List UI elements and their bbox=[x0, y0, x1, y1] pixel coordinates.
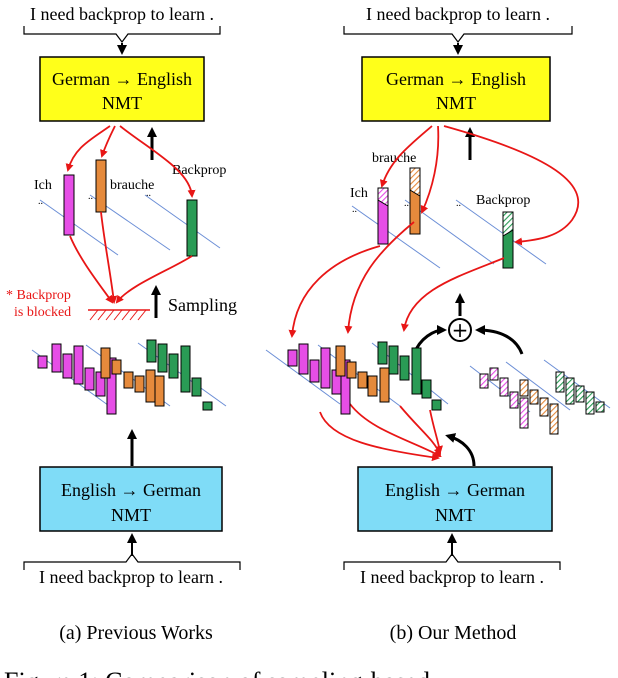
left-blocked-label-1: * Backprop bbox=[6, 288, 71, 303]
left-nmt-de-en-line1: German → English bbox=[52, 69, 192, 89]
right-nmt-en-de-line2: NMT bbox=[435, 505, 475, 525]
left-top-sentence: I need backprop to learn . bbox=[30, 4, 214, 24]
left-panel: I need backprop to learn . German → Engl… bbox=[6, 4, 241, 644]
right-nmt-de-en-box bbox=[361, 56, 551, 122]
left-nmt-en-de-box bbox=[39, 466, 223, 532]
left-nmt-de-en-box bbox=[39, 56, 205, 122]
right-curved-arrow-from-en-de bbox=[445, 433, 476, 467]
right-panel: I need backprop to learn . German → Engl… bbox=[265, 4, 611, 644]
right-arrow-right-into-plus bbox=[475, 325, 524, 355]
right-bottom-brace bbox=[343, 553, 561, 570]
left-caption: (a) Previous Works bbox=[59, 622, 213, 644]
right-ellipsis-2: .. bbox=[404, 198, 409, 209]
left-blocked-label-2: is blocked bbox=[14, 305, 71, 320]
right-top-brace bbox=[343, 26, 573, 43]
left-top-brace bbox=[23, 26, 221, 43]
right-nmt-de-en-line2: NMT bbox=[436, 93, 476, 113]
right-upper-bars bbox=[377, 167, 514, 269]
right-ellipsis-3: .. bbox=[456, 198, 461, 209]
right-bottom-sentence: I need backprop to learn . bbox=[360, 567, 544, 587]
left-red-arrows-down bbox=[65, 125, 196, 304]
left-lower-bars bbox=[37, 339, 213, 415]
left-nmt-en-de-line2: NMT bbox=[111, 505, 151, 525]
right-word-backprop: Backprop bbox=[476, 193, 530, 208]
right-ellipsis-1: .. bbox=[352, 204, 357, 215]
right-lower-bars bbox=[287, 341, 442, 415]
left-word-backprop: Backprop bbox=[172, 163, 226, 178]
left-nmt-de-en-line2: NMT bbox=[102, 93, 142, 113]
left-bar-backprop bbox=[186, 199, 198, 257]
footer-figure-caption: Figure 1: Comparison of sampling-based bbox=[4, 667, 430, 678]
right-nmt-de-en-line1: German → English bbox=[386, 69, 526, 89]
right-caption: (b) Our Method bbox=[390, 622, 517, 644]
left-nmt-en-de-line1: English → German bbox=[61, 480, 201, 500]
left-ellipsis-1: .. bbox=[38, 196, 43, 207]
right-red-arrows-down bbox=[288, 125, 580, 462]
left-bar-brauche bbox=[95, 159, 107, 213]
right-nmt-en-de-box bbox=[357, 466, 553, 532]
left-bottom-sentence: I need backprop to learn . bbox=[39, 567, 223, 587]
right-plus-symbol: + bbox=[452, 318, 469, 342]
right-plus-circle bbox=[448, 318, 472, 342]
right-nmt-en-de-line1: English → German bbox=[385, 480, 525, 500]
left-word-brauche: brauche bbox=[110, 178, 154, 193]
left-blocked-hatch bbox=[89, 309, 147, 321]
left-bar-ich bbox=[63, 174, 75, 236]
right-top-sentence: I need backprop to learn . bbox=[366, 4, 550, 24]
left-ellipsis-3: .. bbox=[146, 188, 151, 199]
left-ellipsis-2: .. bbox=[88, 191, 93, 202]
left-bottom-brace bbox=[23, 553, 241, 570]
left-word-ich: Ich bbox=[34, 178, 52, 193]
right-word-ich: Ich bbox=[350, 186, 368, 201]
right-word-brauche: brauche bbox=[372, 151, 416, 166]
right-hatched-bars bbox=[479, 367, 605, 435]
left-sampling-label: Sampling bbox=[168, 295, 237, 315]
